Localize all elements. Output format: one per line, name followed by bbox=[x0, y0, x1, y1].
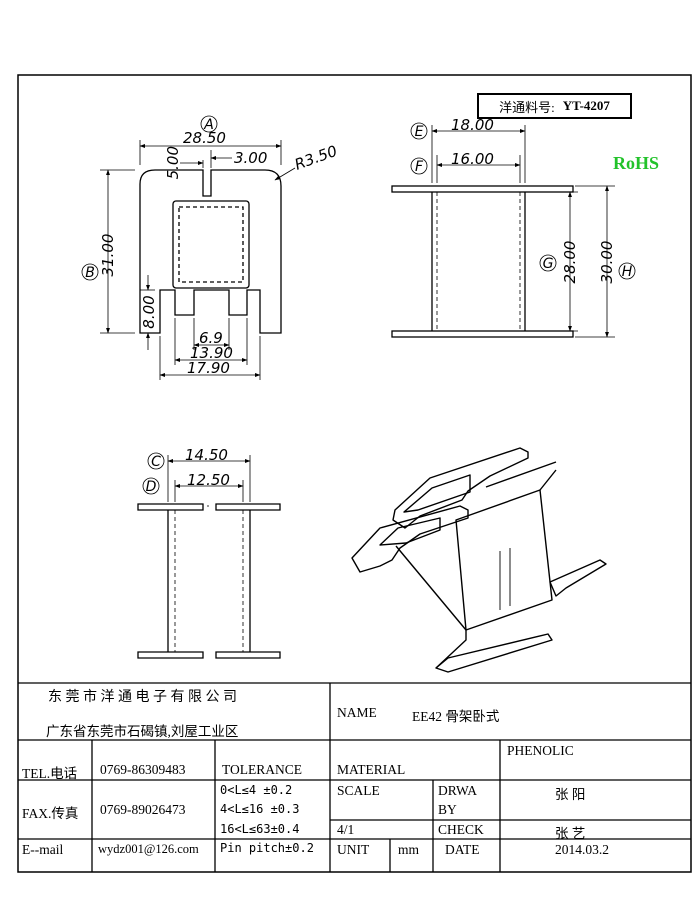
callout-c: C bbox=[151, 454, 161, 470]
fax-value: 0769-89026473 bbox=[100, 802, 186, 817]
check-label: CHECK bbox=[438, 822, 484, 837]
checked-by: 张 艺 bbox=[555, 826, 586, 841]
isometric-view bbox=[351, 447, 607, 673]
tolerance-row-4: Pin pitch±0.2 bbox=[220, 841, 314, 855]
dim-14-50: 14.50 bbox=[185, 446, 228, 464]
callout-a: A bbox=[203, 117, 214, 133]
unit-label: UNIT bbox=[337, 842, 370, 857]
drawn-by: 张 阳 bbox=[555, 787, 586, 802]
rohs-mark: RoHS bbox=[613, 153, 660, 173]
callout-b: B bbox=[85, 265, 95, 281]
front-dimensions bbox=[100, 140, 296, 380]
front-view bbox=[139, 169, 282, 334]
callout-f: F bbox=[415, 159, 424, 175]
name-label: NAME bbox=[337, 705, 377, 720]
dim-16: 16.00 bbox=[451, 150, 494, 168]
drwa-label: DRWA bbox=[438, 783, 478, 798]
by-label: BY bbox=[438, 802, 457, 817]
dim-18: 18.00 bbox=[451, 116, 494, 134]
dim-top-width: 28.50 bbox=[183, 129, 226, 147]
dim-slot-right: 3.00 bbox=[234, 149, 267, 167]
tel-label: TEL.电话 bbox=[22, 766, 78, 781]
dim-6-9: 6.9 bbox=[199, 329, 223, 347]
callout-h: H bbox=[622, 264, 633, 280]
dim-13-90: 13.90 bbox=[190, 344, 233, 362]
fax-label: FAX.传真 bbox=[22, 806, 79, 821]
side-dimensions bbox=[431, 125, 615, 338]
dim-28: 28.00 bbox=[561, 241, 579, 284]
dim-height: 31.00 bbox=[99, 234, 117, 277]
date-label: DATE bbox=[445, 842, 480, 857]
dim-radius: R3.50 bbox=[292, 142, 339, 174]
tolerance-row-2: 4<L≤16 ±0.3 bbox=[220, 802, 300, 816]
callout-e: E bbox=[415, 124, 424, 140]
email-label: E--mail bbox=[22, 842, 64, 857]
tolerance-row-1: 0<L≤4 ±0.2 bbox=[220, 783, 293, 797]
tolerance-label: TOLERANCE bbox=[222, 762, 302, 777]
tolerance-row-3: 16<L≤63±0.4 bbox=[220, 822, 300, 836]
dim-12-50: 12.50 bbox=[187, 471, 230, 489]
bottom-view bbox=[137, 503, 281, 659]
dim-pin-height: 8.00 bbox=[140, 295, 158, 328]
tel-value: 0769-86309483 bbox=[100, 762, 186, 777]
company-address: 广东省东莞市石碣镇,刘屋工业区 bbox=[46, 724, 239, 739]
name-value: EE42 骨架卧式 bbox=[412, 709, 500, 724]
dim-slot-left: 5.00 bbox=[164, 146, 182, 179]
part-code-label: 洋通料号: bbox=[499, 99, 555, 115]
dim-17-90: 17.90 bbox=[187, 359, 230, 377]
scale-value: 4/1 bbox=[337, 822, 355, 837]
sheet-border bbox=[17, 74, 692, 873]
email-value: wydz001@126.com bbox=[98, 842, 199, 856]
date-value: 2014.03.2 bbox=[555, 842, 609, 857]
side-view bbox=[391, 185, 574, 338]
part-code-box: 洋通料号: YT-4207 bbox=[477, 93, 632, 119]
scale-label: SCALE bbox=[337, 783, 380, 798]
part-code-value: YT-4207 bbox=[562, 98, 610, 113]
material-value: PHENOLIC bbox=[507, 743, 574, 758]
title-block-grid bbox=[18, 682, 691, 872]
callout-d: D bbox=[146, 479, 157, 495]
unit-value: mm bbox=[398, 842, 420, 857]
material-label: MATERIAL bbox=[337, 762, 406, 777]
callout-g: G bbox=[543, 256, 554, 272]
dim-30: 30.00 bbox=[598, 241, 616, 284]
bottom-dimensions bbox=[167, 455, 251, 502]
company-name: 东 莞 市 洋 通 电 子 有 限 公 司 bbox=[48, 690, 237, 705]
